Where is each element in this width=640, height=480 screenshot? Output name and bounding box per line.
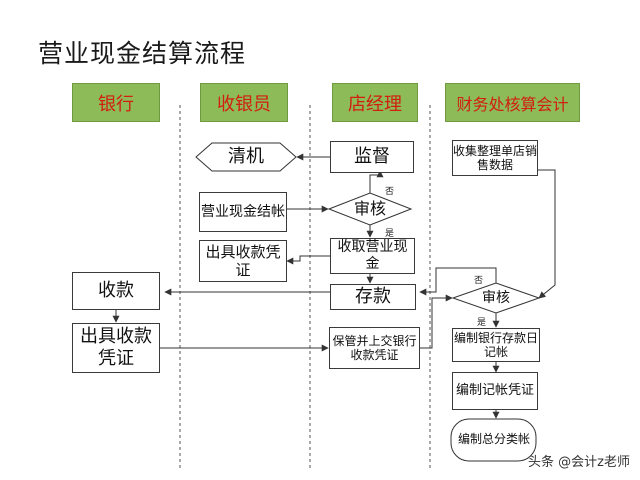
review1-yes-label: 是 [385,229,395,239]
clear-register-shape [195,142,297,172]
cashing-node: 营业现金结帐 [199,192,287,232]
arrow-keep-to-review2 [420,294,453,349]
bank-receipt-node: 出具收款凭证 [72,323,160,373]
review-decision-2-shape [451,282,541,314]
arrow-collect-to-receipt [286,255,330,265]
bank-collect-node: 收款 [72,272,160,310]
review2-no-label: 否 [474,276,484,286]
sales-data-node: 收集整理单店销售数据 [452,140,538,176]
lane-header-finance-accountant: 财务处核算会计 [445,83,580,122]
collect-cash-node: 收取营业现金 [330,238,415,274]
watermark: 头条 @会计z老师 [528,455,630,470]
voucher-node: 编制记帐凭证 [452,372,538,410]
bank-journal-node: 编制银行存款日记帐 [452,328,540,362]
review2-yes-label: 是 [477,318,487,328]
keep-receipt-node: 保管并上交银行收款凭证 [329,327,420,369]
lane-header-cashier: 收银员 [200,83,288,122]
lane-header-bank: 银行 [72,83,160,122]
page-title: 营业现金结算流程 [38,39,247,68]
arrow-sales-data-to-review2 [497,169,556,299]
review1-no-label: 否 [385,187,395,197]
arrow-review2-no-loop [419,267,497,296]
supervise-node: 监督 [330,141,414,173]
deposit-node: 存款 [330,284,416,310]
ledger-node-shape [450,418,537,462]
lane-header-store-manager: 店经理 [332,83,418,122]
bank-receipt-cashier-node: 出具收款凭证 [199,240,287,282]
review-decision-1-shape [327,192,413,226]
arrow-review-no-loop [369,170,384,193]
